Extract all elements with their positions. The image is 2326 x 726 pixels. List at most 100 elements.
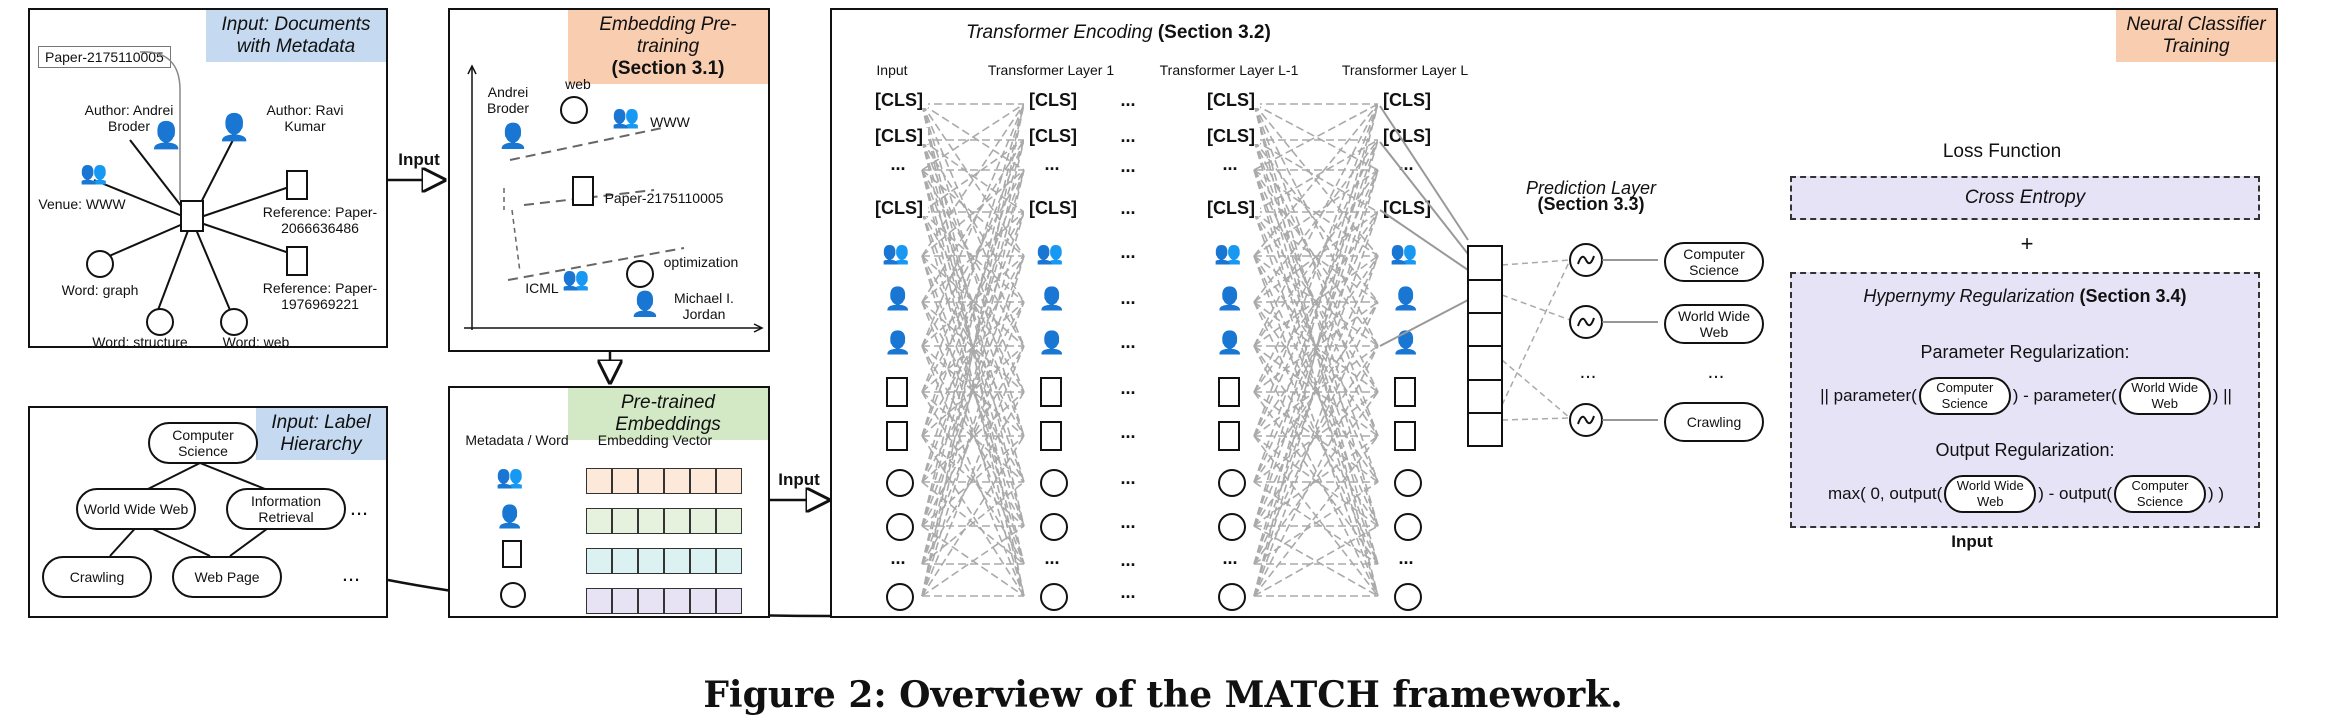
author-token-icon: 👤 bbox=[884, 330, 912, 356]
document-graph-edges bbox=[93, 51, 296, 311]
pretraining-section-text: (Section 3.1) bbox=[611, 58, 725, 79]
cls-token: [CLS] bbox=[1378, 199, 1436, 217]
venue-token-icon: 👥 bbox=[1036, 240, 1064, 266]
output-world-wide-web: World Wide Web bbox=[1664, 304, 1764, 344]
param-expr-cs: Computer Science bbox=[1918, 377, 2011, 415]
output-reg-expr: max( 0, output( World Wide Web ) - outpu… bbox=[1796, 472, 2256, 516]
output-expr-part3: ) ) bbox=[2207, 484, 2225, 503]
label-ellipsis-2: ... bbox=[341, 561, 361, 586]
attention-edge bbox=[921, 103, 1025, 257]
attention-edge bbox=[921, 301, 1025, 483]
embed-row-author-icon: 👤 bbox=[496, 504, 524, 529]
output-expr-part2: ) - output( bbox=[2038, 484, 2112, 503]
attention-edge bbox=[1253, 139, 1379, 303]
layer-header: Transformer Layer L-1 bbox=[1159, 62, 1299, 78]
cls-token: [CLS] bbox=[870, 199, 928, 217]
attention-edge bbox=[921, 481, 1025, 565]
jordan-label: Michael I. Jordan bbox=[674, 290, 734, 322]
word-token-node bbox=[886, 469, 914, 497]
layer-gap-ellipsis: ... bbox=[1120, 90, 1136, 110]
reference2-label: Reference: Paper-1976969221 bbox=[262, 280, 378, 312]
reference-token-icon bbox=[1040, 377, 1062, 407]
regularization-input-label: Input bbox=[1951, 532, 1993, 551]
label-node-web-page: Web Page bbox=[172, 556, 282, 598]
embedding-cell bbox=[612, 588, 638, 614]
embeddings-panel: Pre-trained Embeddings Metadata / Word E… bbox=[448, 386, 770, 618]
layer-gap-ellipsis: ... bbox=[1120, 198, 1136, 218]
label-node-computer-science: Computer Science bbox=[148, 422, 258, 464]
attention-edge bbox=[921, 211, 1025, 303]
label-node-world-wide-web: World Wide Web bbox=[76, 488, 196, 530]
optimization-label: optimization bbox=[663, 254, 739, 270]
attention-edge bbox=[921, 139, 1025, 565]
attention-edge bbox=[1253, 211, 1379, 565]
author-token-icon: 👤 bbox=[1216, 330, 1244, 356]
attention-edge bbox=[921, 435, 1025, 527]
param-expr-www: World Wide Web bbox=[2118, 377, 2211, 415]
output-ellipsis: ... bbox=[1707, 361, 1725, 383]
word-graph-node bbox=[86, 250, 114, 278]
pretraining-panel-title: Embedding Pre-training (Section 3.1) bbox=[568, 10, 768, 84]
embedding-cell bbox=[690, 588, 716, 614]
venue-token-icon: 👥 bbox=[882, 240, 910, 266]
embedding-cell bbox=[586, 588, 612, 614]
author2-icon: 👤 bbox=[218, 112, 251, 142]
encoding-title: Transformer Encoding (Section 3.2) bbox=[966, 22, 1271, 44]
embedding-cell bbox=[638, 548, 664, 574]
embedding-cell bbox=[638, 508, 664, 534]
input-arrow-label-2: Input bbox=[778, 470, 820, 489]
embedding-space-plot bbox=[464, 64, 764, 333]
layer-gap-ellipsis: ... bbox=[1120, 288, 1136, 308]
reference-token-icon bbox=[1394, 377, 1416, 407]
attention-edge bbox=[921, 345, 1025, 437]
paper-id-box: Paper-2175110005 bbox=[38, 46, 171, 68]
attention-edge bbox=[921, 255, 1025, 597]
embedding-cell bbox=[664, 468, 690, 494]
embed-row-venue-icon: 👥 bbox=[496, 464, 524, 489]
author-token-icon: 👤 bbox=[1392, 330, 1420, 356]
attention-edge bbox=[1253, 103, 1379, 597]
prediction-layer-graphic bbox=[1379, 105, 1658, 447]
attention-edge bbox=[921, 391, 1025, 483]
attention-edge bbox=[1253, 103, 1379, 527]
output-expr-www: World Wide Web bbox=[1944, 475, 2037, 513]
loss-title: Loss Function bbox=[1942, 141, 2062, 162]
embedding-cell bbox=[716, 508, 742, 534]
attention-edge bbox=[1253, 435, 1379, 597]
embedding-cell bbox=[716, 548, 742, 574]
output-crawling: Crawling bbox=[1664, 402, 1764, 442]
input-arrow-label-1: Input bbox=[398, 150, 440, 169]
attention-edge bbox=[921, 301, 1025, 393]
author2-label: Author: Ravi Kumar bbox=[266, 102, 344, 134]
reference-token-icon bbox=[1394, 421, 1416, 451]
author-token-icon: 👤 bbox=[1038, 330, 1066, 356]
cls-token: [CLS] bbox=[1024, 91, 1082, 109]
attention-edge bbox=[1253, 255, 1379, 527]
prediction-title: Prediction Layer (Section 3.3) bbox=[1496, 179, 1686, 213]
reference-token-icon bbox=[1040, 421, 1062, 451]
attention-edge bbox=[1253, 139, 1379, 565]
embedding-cell bbox=[664, 548, 690, 574]
cls-token: [CLS] bbox=[1378, 127, 1436, 145]
param-expr-part2: ) - parameter( bbox=[2012, 386, 2117, 405]
andrei-label: Andrei Broder bbox=[486, 84, 530, 116]
layer-gap-ellipsis: ... bbox=[1120, 378, 1136, 398]
venue-icon: 👥 bbox=[80, 160, 108, 185]
author-token-icon: 👤 bbox=[884, 286, 912, 312]
attention-edge bbox=[1253, 255, 1379, 597]
web-node bbox=[560, 96, 588, 124]
attention-edge bbox=[921, 435, 1025, 527]
sigmoid-ellipsis: ... bbox=[1579, 361, 1597, 383]
venue-label: Venue: WWW bbox=[38, 196, 126, 212]
param-reg-expr: || parameter( Computer Science ) - param… bbox=[1796, 374, 2256, 418]
embedding-cell bbox=[716, 468, 742, 494]
www-icon: 👥 bbox=[612, 104, 640, 129]
layer-gap-ellipsis: ... bbox=[1120, 582, 1136, 602]
loss-plus: + bbox=[2020, 231, 2034, 256]
output-expr-cs: Computer Science bbox=[2113, 475, 2206, 513]
output-reg-title: Output Regularization: bbox=[1935, 440, 2115, 460]
attention-edge bbox=[1253, 103, 1379, 257]
embedding-cell bbox=[716, 588, 742, 614]
reference-token-icon bbox=[886, 377, 908, 407]
cls-token: [CLS] bbox=[1202, 199, 1260, 217]
